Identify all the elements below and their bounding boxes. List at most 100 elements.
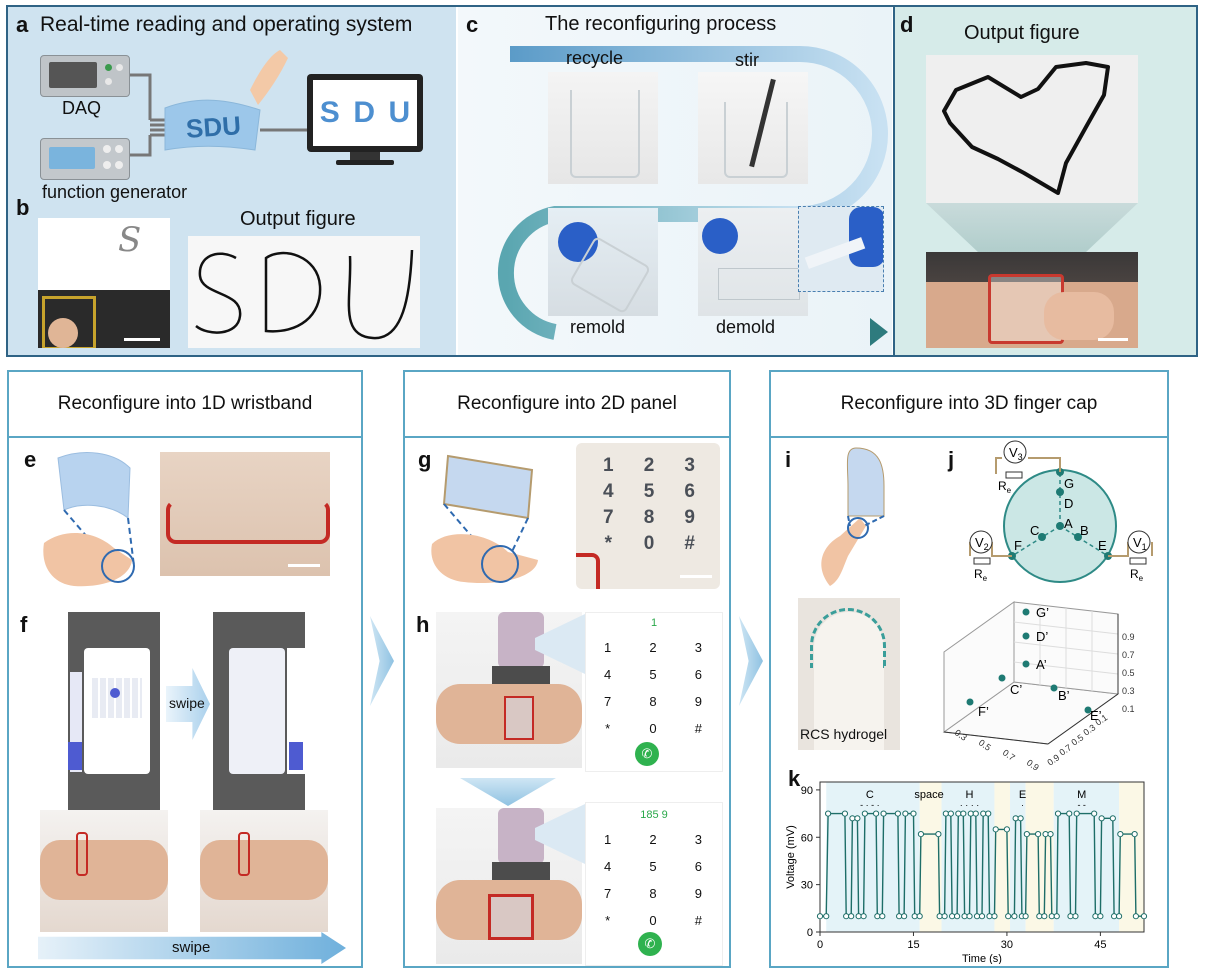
- step-stir: stir: [735, 50, 759, 70]
- panel-d-photo: [926, 252, 1138, 348]
- dialer-key[interactable]: 4: [604, 859, 612, 874]
- data-point: [855, 913, 862, 920]
- z-tick: 0.9: [1122, 632, 1135, 642]
- hand-photo-before: [40, 810, 168, 932]
- dialer-key[interactable]: 8: [649, 886, 657, 901]
- data-point: [942, 810, 949, 817]
- node-label-f: F: [1014, 538, 1022, 553]
- dialer-key[interactable]: 2: [649, 640, 657, 655]
- dialer-key[interactable]: 5: [649, 667, 657, 682]
- dialer-key[interactable]: 4: [604, 667, 612, 682]
- x-tick-label: 15: [907, 939, 919, 951]
- dialer-key[interactable]: 1: [604, 640, 612, 655]
- data-point: [1003, 826, 1011, 833]
- dialer-key[interactable]: 6: [694, 859, 702, 874]
- data-point: [1073, 810, 1080, 817]
- letter-band: [994, 782, 1011, 932]
- monitor: S D U: [307, 74, 423, 152]
- finger-cap-illustration: [821, 447, 885, 586]
- keypad-key: 9: [684, 507, 695, 528]
- data-point: [916, 913, 923, 920]
- remold-photo: [548, 208, 658, 316]
- panel-illustration: [431, 454, 538, 584]
- screen-letter-d: D: [353, 96, 375, 129]
- electrode-schematic: G D A C B F E V3 V2 V1 Re Re Re: [969, 440, 1153, 583]
- letter-band: [941, 782, 995, 932]
- keypad-key: *: [604, 533, 613, 554]
- data-point: [947, 810, 954, 817]
- data-point: [1054, 810, 1062, 817]
- data-point: [955, 810, 962, 817]
- morse-annotation: - · - ·: [860, 800, 880, 810]
- monitor-stand: [350, 152, 380, 160]
- dialer-key[interactable]: 5: [649, 859, 657, 874]
- dialer-key[interactable]: 7: [604, 886, 612, 901]
- keypad-key: 4: [603, 481, 614, 502]
- data-point: [1117, 831, 1124, 838]
- z-tick: 0.5: [1122, 668, 1135, 678]
- keypad-key: 7: [603, 507, 614, 528]
- dialer-key[interactable]: 9: [694, 694, 702, 709]
- dialer-key[interactable]: 6: [694, 667, 702, 682]
- dialer-key[interactable]: *: [605, 913, 611, 928]
- dialer-key[interactable]: #: [694, 913, 702, 928]
- wristband-photo: [160, 452, 330, 576]
- keypad-key: 1: [603, 455, 614, 476]
- dialer-key[interactable]: 1: [604, 832, 612, 847]
- node3d-d: D’: [1036, 629, 1048, 644]
- x-tick: 0.9: [1025, 757, 1041, 772]
- x-tick-label: 30: [1001, 939, 1013, 951]
- dialer-key[interactable]: 3: [694, 640, 702, 655]
- screen-letter-s: S: [319, 96, 340, 129]
- data-point: [960, 810, 967, 817]
- dialer-key[interactable]: 3: [694, 832, 702, 847]
- keypad-key: 8: [643, 507, 655, 528]
- data-point: [967, 810, 974, 817]
- dialer-key[interactable]: #: [694, 721, 702, 736]
- data-point: [879, 913, 886, 920]
- dialer-key[interactable]: 0: [649, 721, 657, 736]
- keypad-key: 3: [684, 455, 695, 476]
- letter-annotation: M: [1077, 789, 1086, 801]
- heart-drawing: [942, 61, 1110, 195]
- panel-f-letter: f: [20, 612, 28, 637]
- section-3-header: Reconfigure into 3D finger cap: [771, 372, 1167, 438]
- function-generator-label: function generator: [42, 182, 188, 202]
- data-point: [935, 831, 942, 838]
- data-point: [861, 810, 868, 817]
- panel-b-title: Output figure: [240, 208, 356, 230]
- call-button-1[interactable]: ✆: [635, 742, 659, 766]
- data-point: [816, 913, 824, 920]
- dialer-key[interactable]: 2: [649, 832, 657, 847]
- phone-screen-before: [68, 612, 160, 810]
- data-point: [1023, 831, 1030, 838]
- data-point: [1067, 913, 1074, 920]
- section-arrow-1: [370, 616, 394, 706]
- phone-icon: ✆: [641, 746, 653, 761]
- keypad-key: #: [684, 533, 695, 554]
- demold-inset-photo: [798, 206, 884, 292]
- data-point: [901, 913, 908, 920]
- x-tick: 0.5: [977, 737, 993, 752]
- dialer-key[interactable]: 0: [649, 913, 657, 928]
- z-tick: 0.1: [1122, 704, 1135, 714]
- dialer-key[interactable]: 7: [604, 694, 612, 709]
- voltmeter-v2: V2: [975, 535, 989, 552]
- data-point: [1066, 810, 1073, 817]
- data-point: [1091, 810, 1098, 817]
- node-label-g: G: [1064, 476, 1074, 491]
- keypad-key: 5: [643, 481, 655, 502]
- dialer-key[interactable]: 8: [649, 694, 657, 709]
- node3d-a: A’: [1036, 657, 1047, 672]
- section-1-header: Reconfigure into 1D wristband: [9, 372, 361, 438]
- dialer-key[interactable]: *: [605, 721, 611, 736]
- data-point: [843, 913, 850, 920]
- morse-annotation: ·: [1021, 800, 1024, 810]
- call-button-2[interactable]: ✆: [638, 932, 662, 956]
- y-tick: 0.3: [1081, 722, 1097, 737]
- dialer-keys-1: 1 2 3 4 5 6 7 8 9 * 0 #: [585, 640, 721, 740]
- phone-screen-after: [213, 612, 305, 810]
- dialer-key[interactable]: 9: [694, 886, 702, 901]
- keypad-panel-photo: 1 2 3 4 5 6 7 8 9 * 0 #: [576, 443, 720, 589]
- panel-d-output-figure: [926, 55, 1138, 203]
